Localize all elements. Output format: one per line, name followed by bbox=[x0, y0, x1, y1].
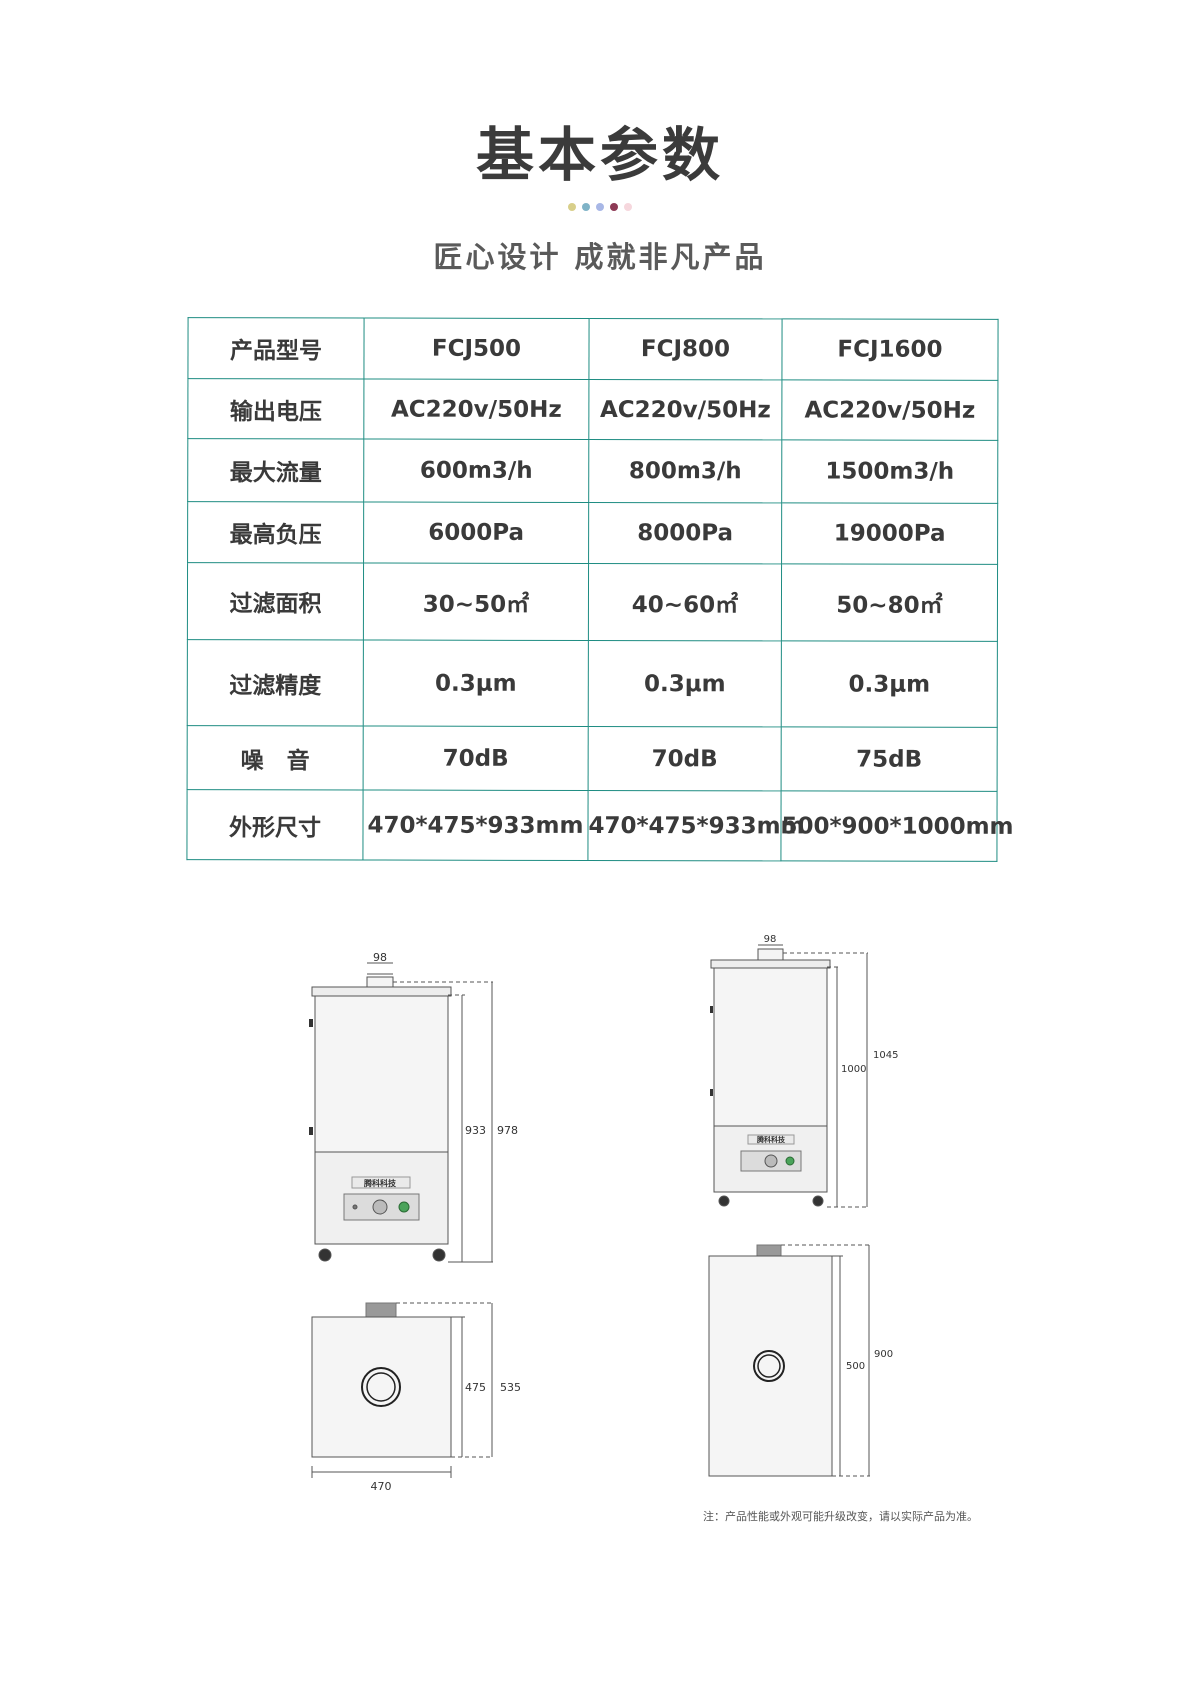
decorative-dots bbox=[0, 203, 1200, 211]
dim-label: 98 bbox=[764, 934, 777, 945]
dim-label: 978 bbox=[497, 1124, 518, 1137]
dim-label: 470 bbox=[371, 1480, 392, 1493]
footnote: 注：产品性能或外观可能升级改变，请以实际产品为准。 bbox=[703, 1510, 978, 1523]
right-top-drawing bbox=[708, 1244, 870, 1477]
dim-label: 933 bbox=[465, 1124, 486, 1137]
right-front-drawing bbox=[710, 944, 868, 1208]
left-top-drawing bbox=[311, 1302, 493, 1478]
dim-label: 1045 bbox=[873, 1050, 898, 1061]
page-title: 基本参数 bbox=[475, 121, 724, 189]
dot-2 bbox=[582, 203, 590, 211]
dot-5 bbox=[624, 203, 632, 211]
dot-4 bbox=[610, 203, 618, 211]
brand-logo: 腾科科技 bbox=[363, 1178, 397, 1188]
left-front-drawing bbox=[309, 962, 493, 1263]
dim-label: 475 bbox=[465, 1381, 486, 1394]
dim-label: 1000 bbox=[841, 1064, 866, 1075]
dot-3 bbox=[596, 203, 604, 211]
dim-label: 900 bbox=[874, 1349, 893, 1360]
brand-logo: 腾科科技 bbox=[756, 1135, 786, 1144]
dim-label: 500 bbox=[846, 1361, 865, 1372]
page-subtitle: 匠心设计 成就非凡产品 bbox=[433, 240, 767, 274]
dot-1 bbox=[568, 203, 576, 211]
dim-label: 98 bbox=[373, 951, 387, 964]
dim-label: 535 bbox=[500, 1381, 521, 1394]
